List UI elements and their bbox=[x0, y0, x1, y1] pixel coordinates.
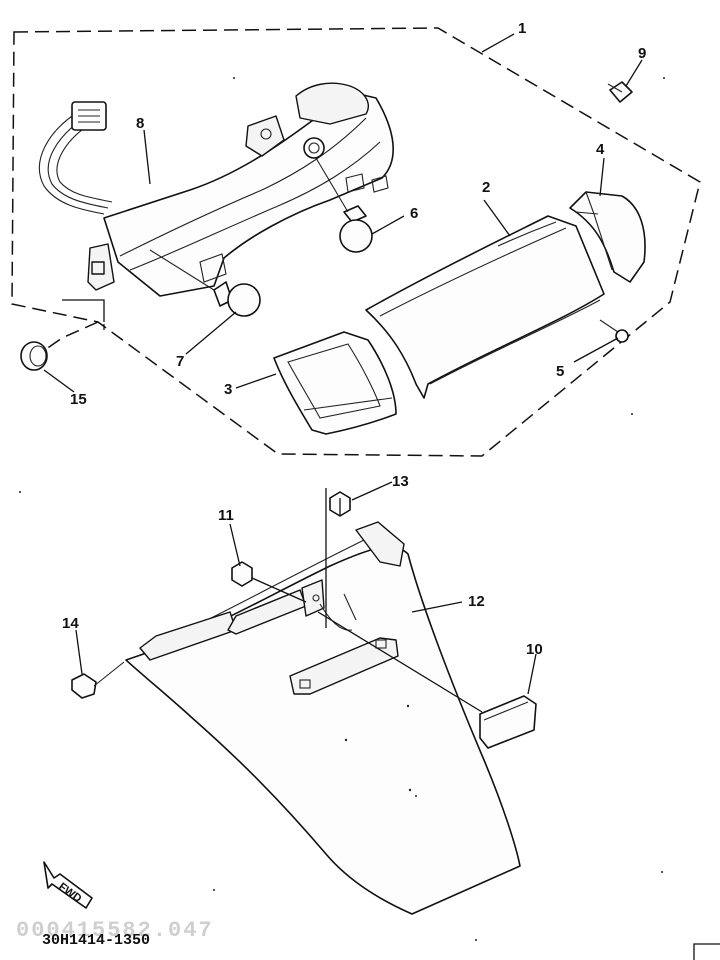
left-lens-3 bbox=[273, 331, 397, 435]
callout-7: 7 bbox=[176, 353, 184, 370]
callout-3: 3 bbox=[224, 381, 232, 398]
reflector-10 bbox=[479, 695, 537, 749]
leader-lines bbox=[43, 33, 643, 713]
callout-11: 11 bbox=[218, 507, 234, 524]
scan-speckles bbox=[19, 77, 665, 941]
callout-6: 6 bbox=[410, 205, 418, 222]
center-lens-2 bbox=[365, 215, 605, 399]
callout-5: 5 bbox=[556, 363, 564, 380]
callout-14: 14 bbox=[62, 615, 79, 632]
callout-12: 12 bbox=[468, 593, 485, 610]
screw-5 bbox=[599, 319, 629, 343]
bulb-7 bbox=[149, 249, 261, 317]
bulb-6 bbox=[315, 157, 373, 253]
faded-code: 000415582.047 bbox=[16, 918, 214, 943]
screw-9 bbox=[607, 81, 633, 103]
callout-labels: 1 2 3 4 5 6 7 8 9 10 11 12 13 14 15 bbox=[62, 20, 646, 658]
bolt-14 bbox=[71, 661, 125, 699]
corner-mark bbox=[693, 943, 720, 960]
callout-1: 1 bbox=[518, 20, 526, 37]
callout-8: 8 bbox=[136, 115, 144, 132]
assembly-outline-spur bbox=[41, 321, 99, 353]
side-lens-4 bbox=[569, 191, 646, 283]
rear-fender-12 bbox=[125, 521, 521, 915]
fwd-arrow-icon: FWD bbox=[43, 861, 93, 909]
callout-2: 2 bbox=[482, 179, 490, 196]
callout-4: 4 bbox=[596, 141, 605, 158]
assembly-outline-dashed bbox=[11, 27, 701, 457]
callout-13: 13 bbox=[392, 473, 409, 490]
drawing-code: 30H1414-1350 bbox=[42, 932, 150, 949]
nut-11 bbox=[231, 561, 253, 587]
callout-9: 9 bbox=[638, 45, 646, 62]
grommet-15 bbox=[20, 341, 48, 371]
callout-10: 10 bbox=[526, 641, 543, 658]
lamp-housing-harness bbox=[38, 82, 394, 297]
callout-15: 15 bbox=[70, 391, 87, 408]
